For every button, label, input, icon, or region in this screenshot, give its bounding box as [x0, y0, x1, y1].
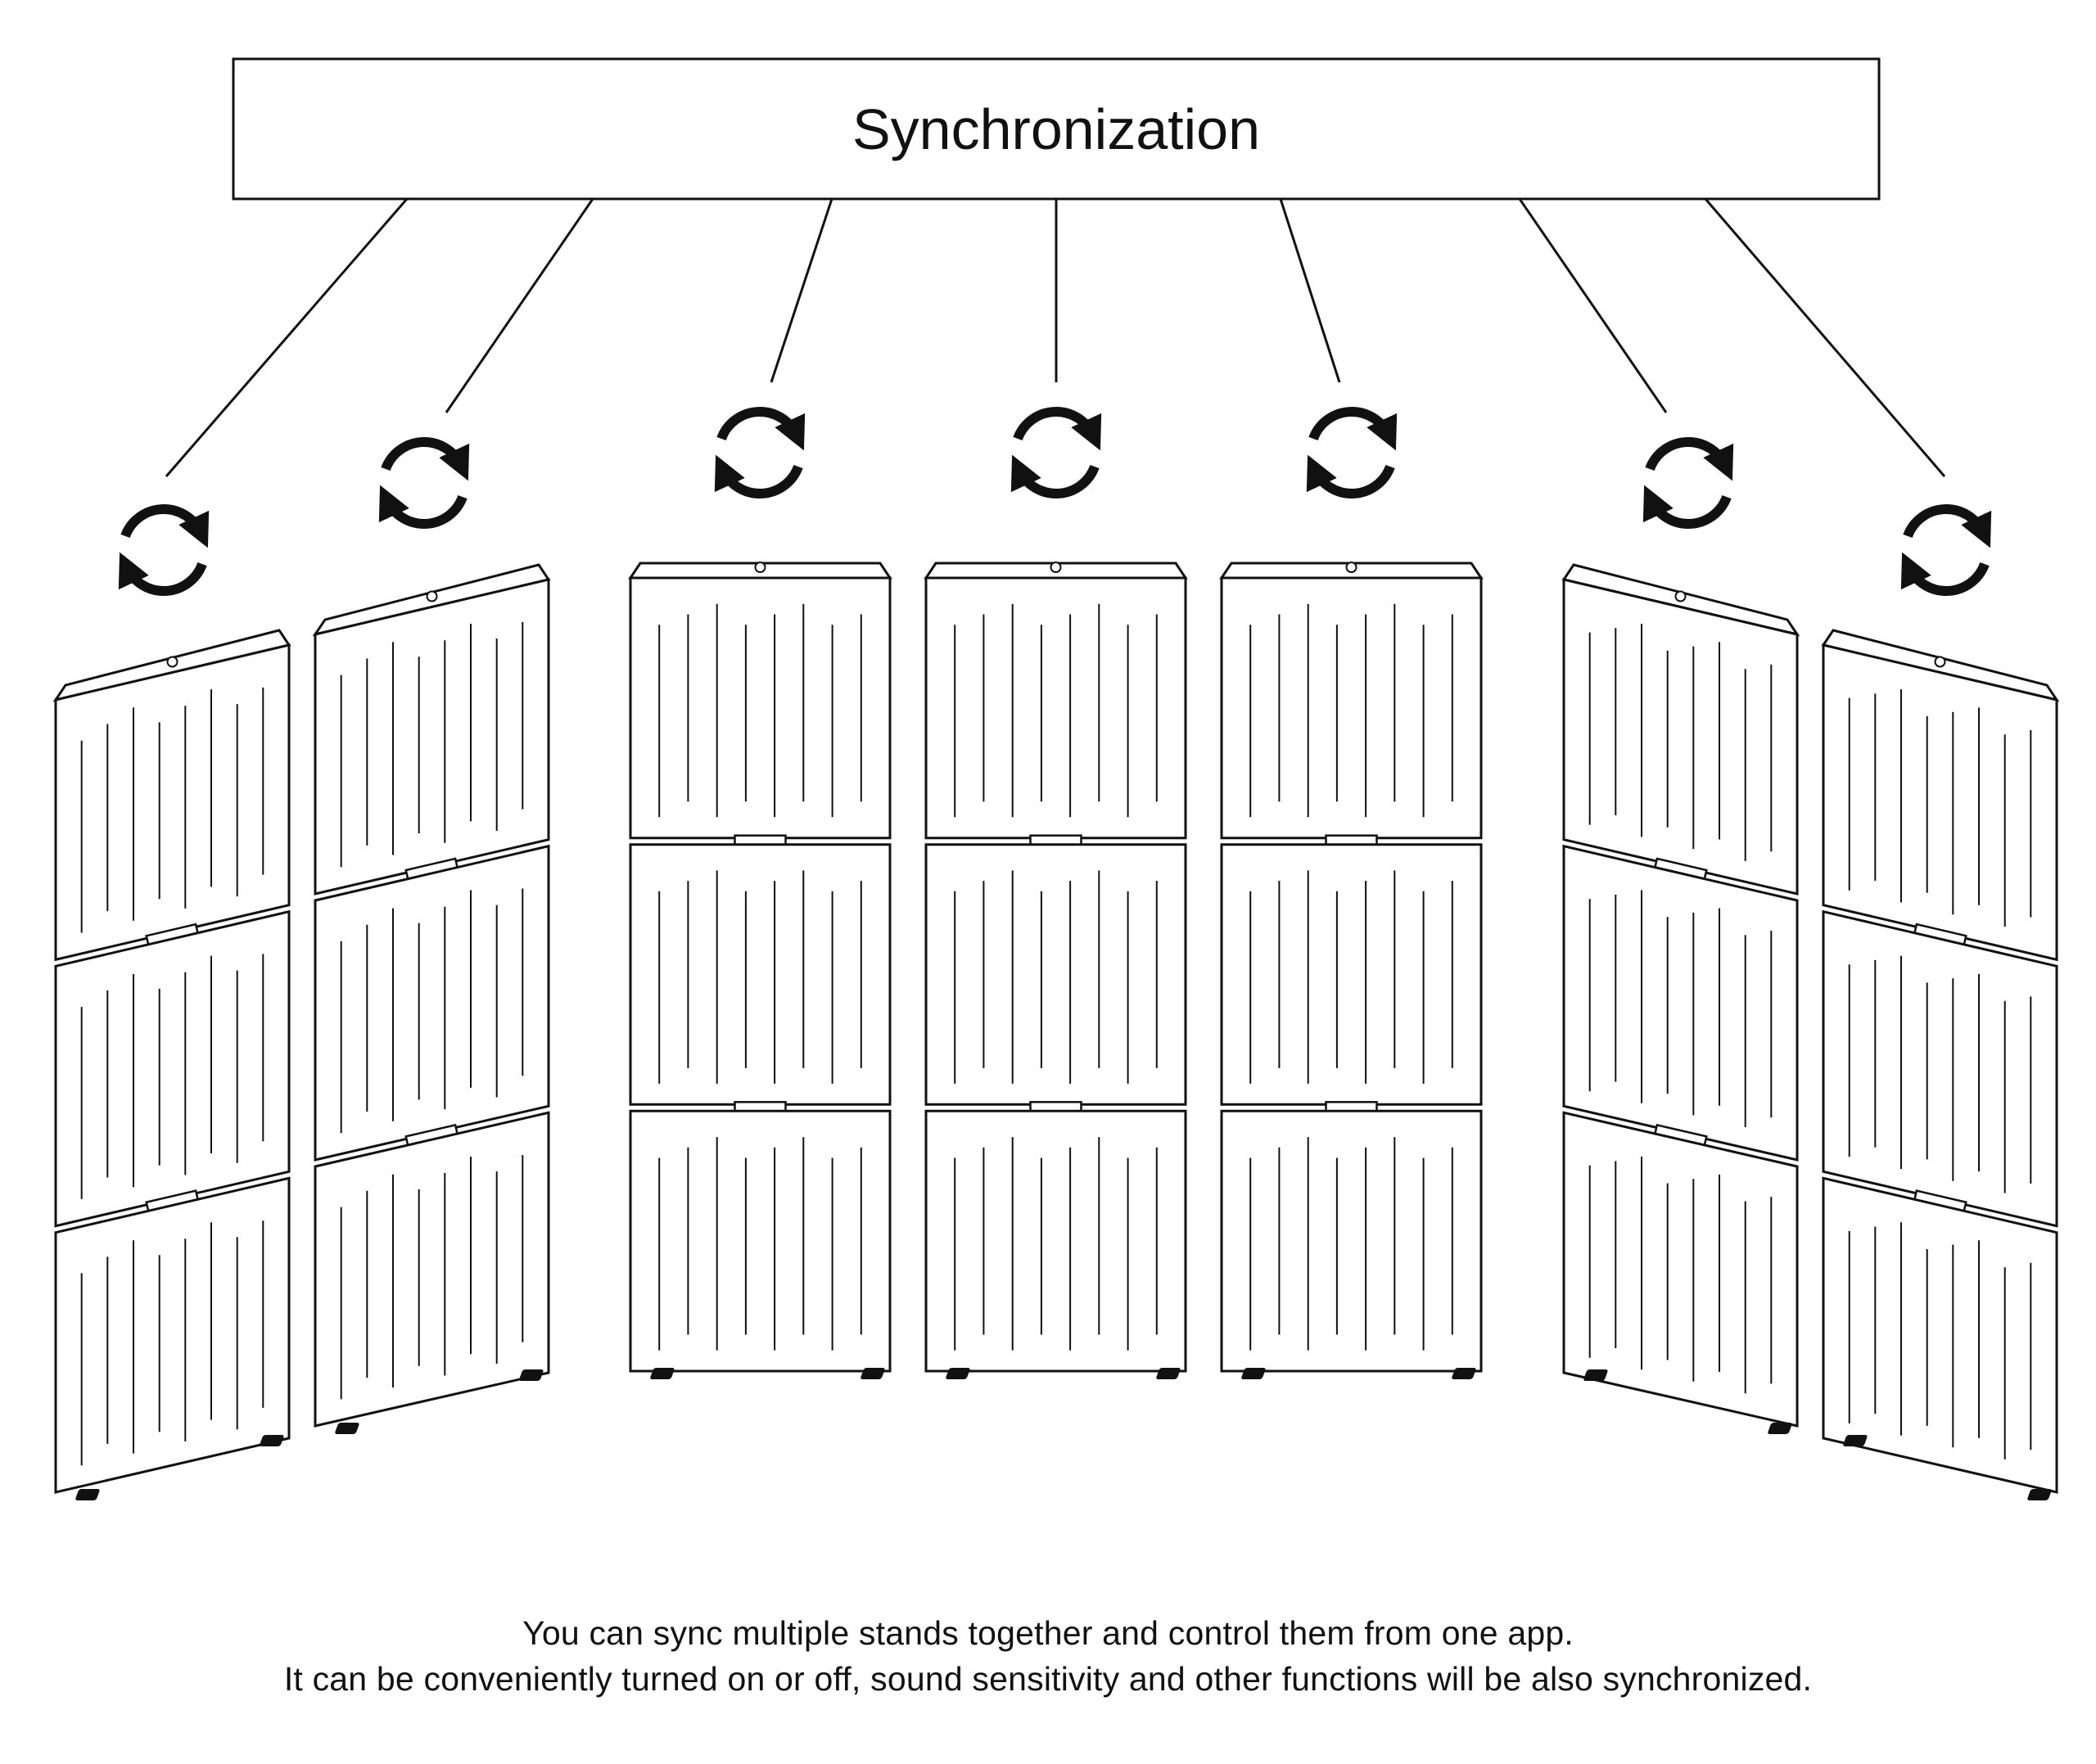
- sync-arrows-icon: [714, 407, 806, 499]
- sync-arrows-icon: [1900, 504, 1992, 596]
- connector-line-3: [770, 198, 833, 383]
- connector-line-7: [1704, 198, 1946, 477]
- acoustic-panel: [1562, 578, 1799, 896]
- sync-arrows-icon: [1642, 437, 1734, 529]
- sync-arrows-icon: [118, 504, 210, 596]
- stand-6: [1561, 563, 1800, 1434]
- stand-foot: [861, 1368, 885, 1379]
- acoustic-panel: [1822, 909, 2058, 1228]
- connector-line-2: [445, 198, 594, 413]
- stand-3: [628, 562, 892, 1379]
- acoustic-panel: [314, 844, 550, 1162]
- sync-arrows-icon: [378, 437, 470, 529]
- acoustic-panel: [1562, 844, 1799, 1162]
- stand-foot: [1156, 1368, 1181, 1379]
- acoustic-panel: [314, 1111, 550, 1428]
- stand-foot: [1768, 1423, 1792, 1434]
- sync-arrows-icon: [1010, 407, 1102, 499]
- stand-foot: [650, 1368, 675, 1379]
- acoustic-panel: [1822, 1176, 2058, 1494]
- stand-foot: [2027, 1489, 2052, 1500]
- sync-icons: [118, 407, 1992, 596]
- connector-lines: [165, 198, 1946, 477]
- acoustic-panel: [629, 576, 892, 840]
- stand-5: [1219, 562, 1484, 1379]
- acoustic-panel: [54, 643, 291, 962]
- caption-line-1: You can sync multiple stands together an…: [522, 1614, 1574, 1652]
- acoustic-panel: [629, 843, 892, 1106]
- acoustic-panel: [924, 576, 1187, 840]
- stand-foot: [519, 1369, 544, 1381]
- acoustic-panel: [924, 843, 1187, 1106]
- connector-line-5: [1279, 198, 1341, 383]
- acoustic-panel: [54, 909, 291, 1228]
- stand-4: [924, 562, 1188, 1379]
- acoustic-panel: [924, 1109, 1187, 1373]
- caption-line-2: It can be conveniently turned on or off,…: [283, 1660, 1813, 1698]
- stand-7: [1821, 629, 2060, 1500]
- acoustic-panel: [314, 578, 550, 896]
- stand-knob: [1050, 562, 1062, 573]
- stand-foot: [1452, 1368, 1476, 1379]
- stand-1: [52, 629, 291, 1500]
- stand-foot: [946, 1368, 970, 1379]
- stand-foot: [75, 1489, 100, 1500]
- stand-knob: [1345, 562, 1357, 573]
- sync-arrows-icon: [1306, 407, 1398, 499]
- stand-knob: [1934, 656, 1946, 668]
- stand-knob: [166, 656, 178, 668]
- stand-foot: [260, 1435, 284, 1446]
- acoustic-panel: [1562, 1111, 1799, 1428]
- acoustic-panel: [1220, 1109, 1483, 1373]
- stand-foot: [335, 1423, 359, 1434]
- stand-2: [312, 563, 551, 1434]
- acoustic-panel: [54, 1176, 291, 1494]
- acoustic-panel: [1220, 843, 1483, 1106]
- acoustic-panel: [1822, 643, 2058, 962]
- stands: [52, 562, 2060, 1500]
- connector-line-1: [165, 198, 409, 477]
- diagram-title: Synchronization: [852, 97, 1260, 161]
- stand-knob: [426, 590, 438, 602]
- acoustic-panel: [629, 1109, 892, 1373]
- stand-foot: [1583, 1369, 1608, 1381]
- acoustic-panel: [1220, 576, 1483, 840]
- connector-line-6: [1518, 198, 1668, 413]
- stand-foot: [1241, 1368, 1266, 1379]
- stand-foot: [1843, 1435, 1868, 1446]
- stand-knob: [754, 562, 766, 573]
- stand-knob: [1674, 590, 1687, 602]
- title-box: Synchronization: [232, 57, 1881, 201]
